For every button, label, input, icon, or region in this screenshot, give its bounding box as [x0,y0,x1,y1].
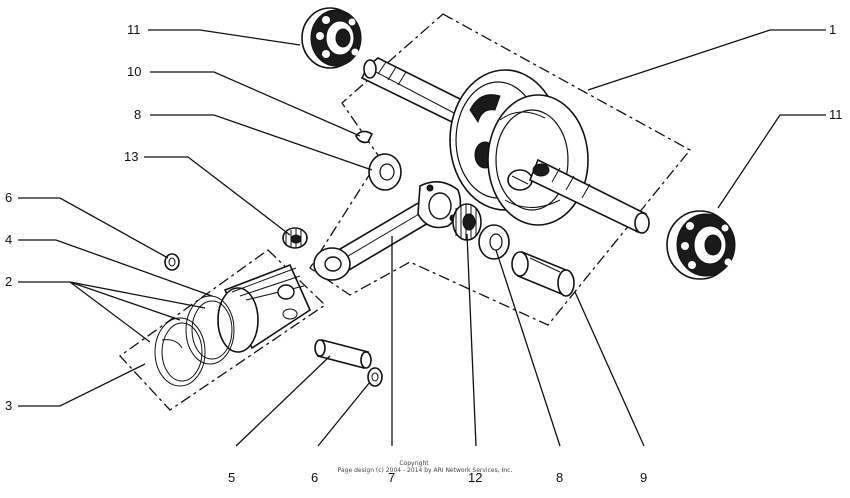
piston-pin-clip-upper [164,253,180,271]
callout-11-right: 11 [829,107,843,122]
callout-8-lower: 8 [556,470,563,485]
needle-bearing-big [452,203,482,241]
callout-2: 2 [5,274,12,289]
copyright-line-2: Page design (c) 2004 - 2014 by ARI Netwo… [338,467,513,474]
piston-ring-upper [185,295,235,365]
ball-bearing-right [666,210,736,280]
callout-11-top: 11 [127,22,141,37]
callout-8-upper: 8 [134,107,141,122]
callout-10: 10 [127,64,141,79]
ball-bearing-top [301,7,362,69]
woodruff-key [355,130,374,144]
crankshaft-assembly-box [309,13,691,326]
crank-pin [511,250,575,297]
piston-pin-clip-lower [367,367,383,387]
crankshaft [360,57,650,234]
piston-pin [314,339,372,369]
callout-7: 7 [388,470,395,485]
callout-6-upper: 6 [5,190,12,205]
copyright-line-1: Copyright [399,460,429,467]
callout-4: 4 [5,232,12,247]
connecting-rod [313,181,462,281]
callout-12: 12 [468,470,482,485]
needle-bearing-small [282,227,308,249]
callout-9: 9 [640,470,647,485]
callout-1: 1 [829,22,836,37]
callout-13: 13 [124,149,138,164]
callout-3: 3 [5,398,12,413]
callout-5: 5 [228,470,235,485]
leader-lines [18,29,826,447]
piston [217,263,312,353]
thrust-washer-lower [478,224,510,260]
callout-6-lower: 6 [311,470,318,485]
piston-ring-lower [154,317,206,387]
thrust-washer-upper [368,153,402,191]
